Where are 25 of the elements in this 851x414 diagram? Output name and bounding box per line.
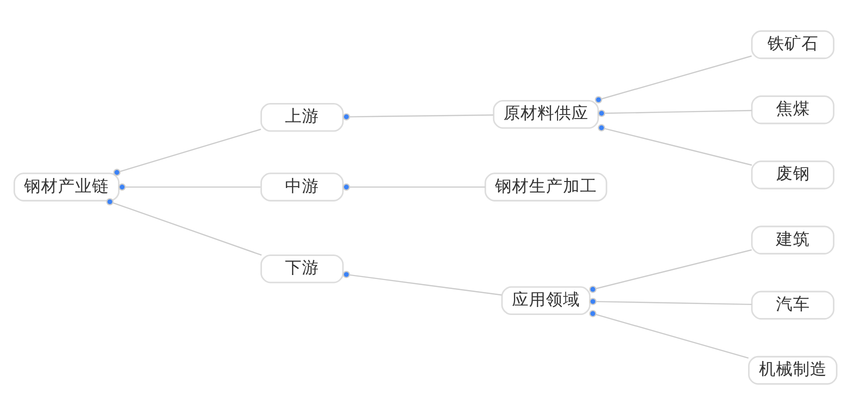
node-box: 上游 (260, 102, 344, 132)
node-box: 下游 (260, 254, 344, 283)
connector (342, 270, 502, 296)
connector (342, 182, 486, 190)
node-box: 铁矿石 (751, 30, 834, 59)
node-box: 钢材生产加工 (484, 172, 608, 201)
connector (342, 112, 494, 120)
connector (106, 198, 262, 256)
node-box: 钢材产业链 (14, 172, 120, 201)
connector (589, 309, 749, 358)
node-box: 原材料供应 (492, 99, 599, 128)
node-box: 机械制造 (748, 355, 838, 384)
node-box: 建筑 (751, 225, 834, 254)
node-box: 汽车 (751, 290, 834, 320)
connector (113, 128, 262, 176)
node-box: 废钢 (751, 160, 834, 189)
connector (594, 54, 752, 103)
connector (589, 248, 752, 292)
connector (598, 109, 752, 116)
connector (589, 297, 752, 305)
node-box: 应用领域 (501, 286, 591, 315)
connector (118, 182, 260, 190)
node-box: 中游 (260, 172, 344, 201)
connector (598, 124, 752, 166)
node-box: 焦煤 (751, 94, 834, 124)
